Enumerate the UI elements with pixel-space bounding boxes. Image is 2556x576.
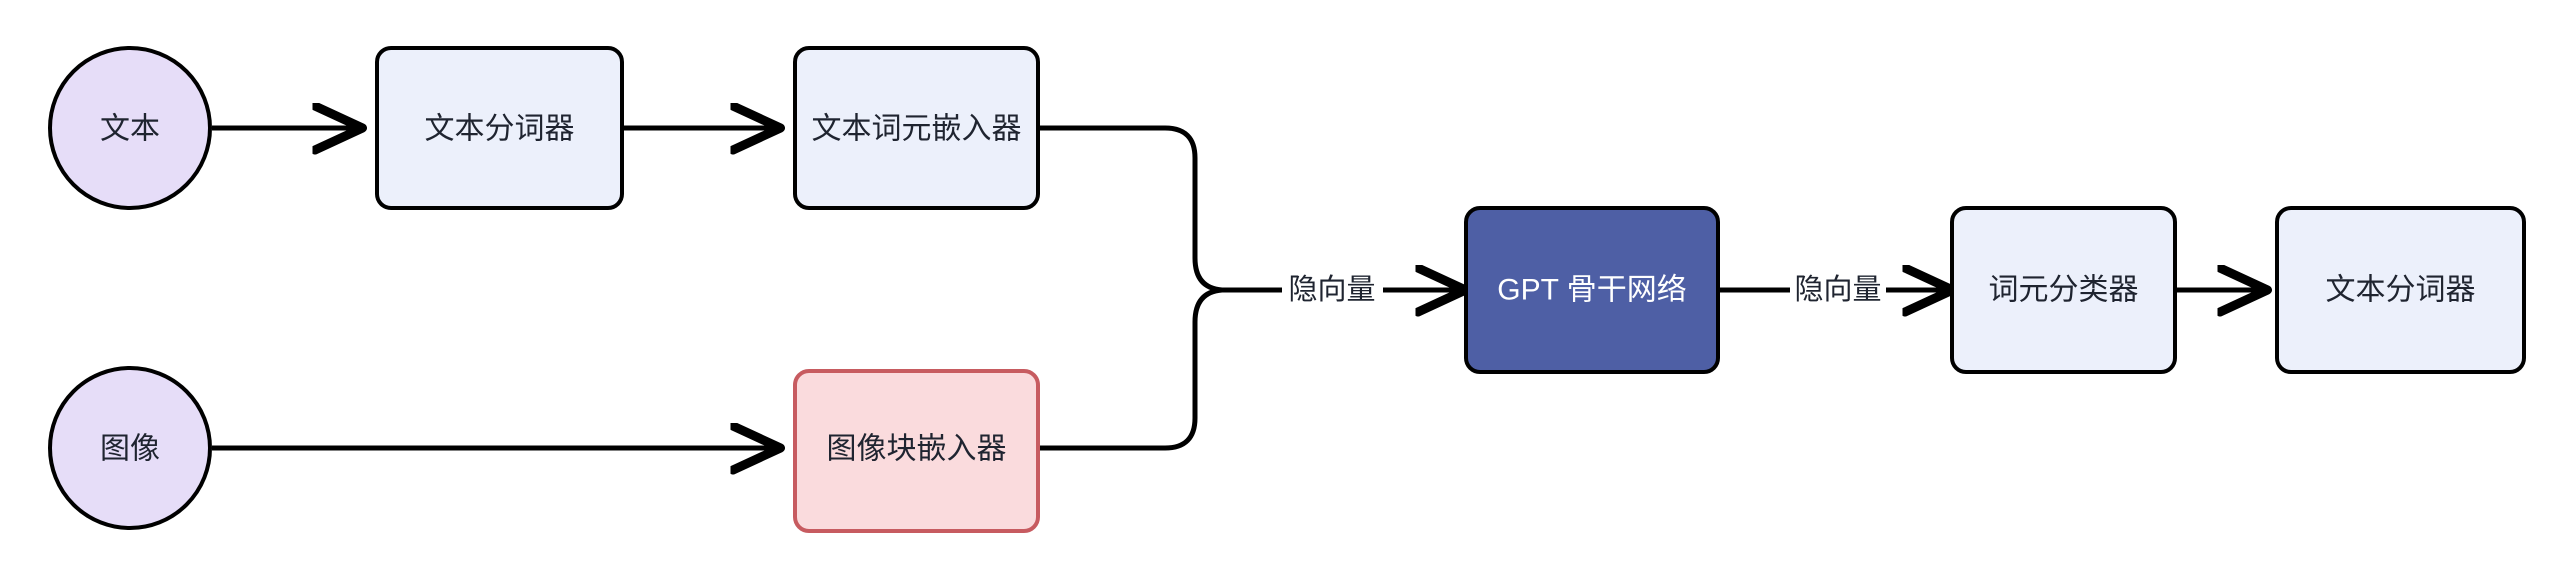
edge-label-hidden-vector-right: 隐向量 [1794, 273, 1881, 306]
node-text-tokenizer[interactable]: 文本分词器 [375, 46, 624, 210]
image-input-label: 图像 [100, 433, 160, 466]
node-patch-embedder[interactable]: 图像块嵌入器 [793, 369, 1040, 533]
node-image-input[interactable]: 图像 [48, 366, 212, 530]
text-input-label: 文本 [100, 113, 160, 146]
node-token-classifier[interactable]: 词元分类器 [1950, 206, 2177, 374]
node-text-input[interactable]: 文本 [48, 46, 212, 210]
text-embedder-label: 文本词元嵌入器 [812, 113, 1022, 146]
text-tokenizer-label: 文本分词器 [425, 113, 575, 146]
text-detokenizer-box[interactable] [2275, 206, 2526, 374]
gpt-backbone-label: GPT 骨干网络 [1497, 274, 1686, 307]
edge-labels-layer: 隐向量 隐向量 [1288, 273, 1881, 306]
edges-layer [212, 128, 2265, 448]
node-gpt-backbone[interactable]: GPT 骨干网络 [1464, 206, 1720, 374]
gpt-backbone-box[interactable] [1464, 206, 1720, 374]
node-text-detokenizer[interactable]: 文本分词器 [2275, 206, 2526, 374]
edge-embedder-to-merge [1038, 125, 1223, 293]
image-input-circle[interactable] [48, 366, 212, 530]
token-classifier-label: 词元分类器 [1989, 274, 2139, 307]
node-text-embedder[interactable]: 文本词元嵌入器 [793, 46, 1040, 210]
text-input-circle[interactable] [48, 46, 212, 210]
text-detokenizer-label: 文本分词器 [2326, 274, 2476, 307]
edge-patch-embedder-to-merge [1038, 287, 1223, 451]
patch-embedder-box[interactable] [793, 369, 1040, 533]
patch-embedder-label: 图像块嵌入器 [827, 433, 1007, 466]
text-embedder-box[interactable] [793, 46, 1040, 210]
text-tokenizer-box[interactable] [375, 46, 624, 210]
token-classifier-box[interactable] [1950, 206, 2177, 374]
edge-label-hidden-vector-left: 隐向量 [1288, 273, 1375, 306]
